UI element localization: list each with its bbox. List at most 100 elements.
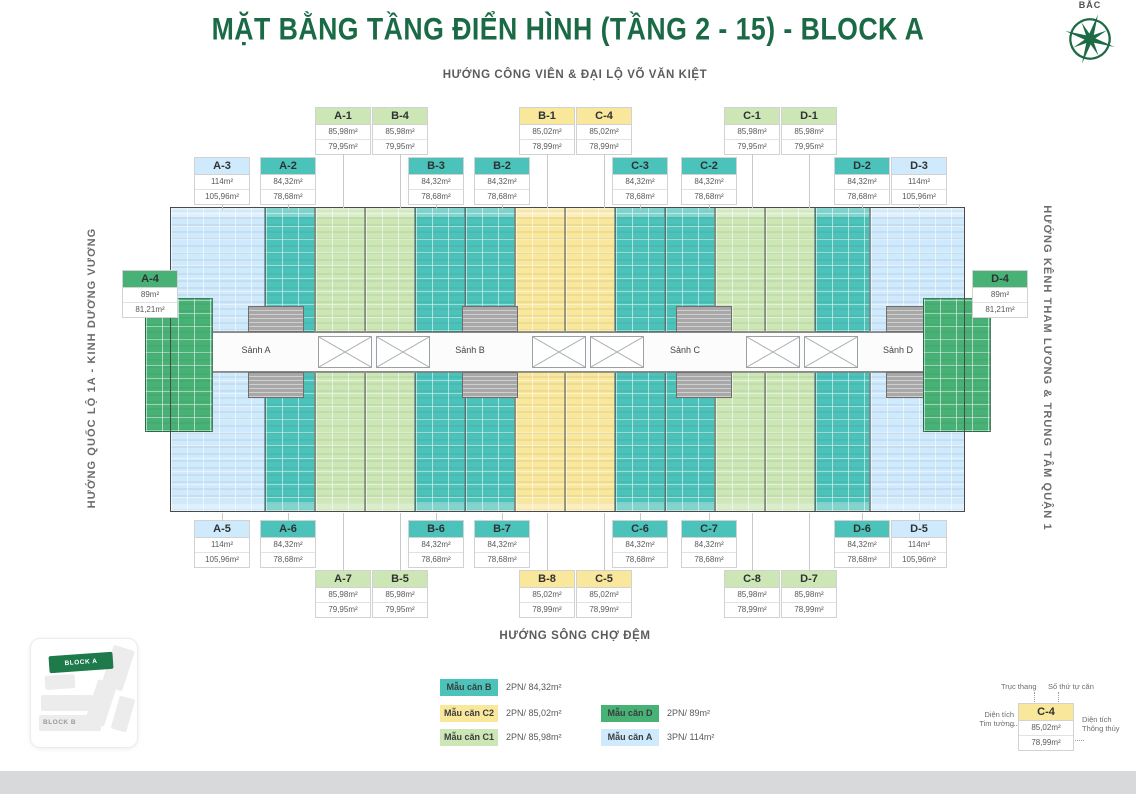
unit-area-net: 78,99m² <box>794 605 824 614</box>
compass-north-label: BẮC <box>1078 0 1102 10</box>
unit-code: B-7 <box>475 521 529 538</box>
unit-area-gross: 89m² <box>973 288 1027 303</box>
label-connector <box>400 154 401 208</box>
legend-desc: 3PN/ 114m² <box>667 732 715 742</box>
annotation-example-area1: 85,02m² <box>1019 721 1073 736</box>
unit-area-net: 78,68m² <box>421 555 451 564</box>
stair-core <box>248 372 304 398</box>
label-connector <box>809 154 810 208</box>
elevator-shaft <box>804 336 858 368</box>
plan-unit-D-6 <box>815 372 870 512</box>
unit-code: A-6 <box>261 521 315 538</box>
legend-chip: Mẫu căn B <box>440 679 498 696</box>
unit-area-gross: 85,02m² <box>577 125 631 140</box>
elevator-core <box>532 336 644 368</box>
unit-code: D-6 <box>835 521 889 538</box>
elevator-core <box>746 336 858 368</box>
legend-chip: Mẫu căn C1 <box>440 729 498 746</box>
plan-unit-D-2 <box>815 207 870 332</box>
plan-unit-A-7 <box>315 372 365 512</box>
unit-code: C-1 <box>725 108 779 125</box>
unit-area-net: 78,68m² <box>625 555 655 564</box>
unit-code: A-1 <box>316 108 370 125</box>
direction-bottom: HƯỚNG SÔNG CHỢ ĐỆM <box>499 630 651 642</box>
unit-area-net: 81,21m² <box>985 305 1015 314</box>
unit-area-gross: 114m² <box>892 538 946 553</box>
label-connector <box>547 513 548 571</box>
label-connector <box>343 154 344 208</box>
unit-code: B-3 <box>409 158 463 175</box>
stair-core <box>676 372 732 398</box>
compass: BẮC <box>1058 0 1122 72</box>
plan-unit-B-3 <box>415 207 465 332</box>
unit-area-gross: 85,98m² <box>725 588 779 603</box>
elevator-shaft <box>746 336 800 368</box>
label-connector <box>436 204 437 210</box>
unit-area-net: 78,99m² <box>589 605 619 614</box>
label-connector <box>919 513 920 521</box>
plan-unit-B-4 <box>365 207 415 332</box>
annotation-connector <box>1075 740 1084 741</box>
unit-area-gross: 84,32m² <box>613 538 667 553</box>
unit-code: D-7 <box>782 571 836 588</box>
unit-code: A-3 <box>195 158 249 175</box>
legend-desc: 2PN/ 85,02m² <box>506 708 562 718</box>
unit-area-net: 79,95m² <box>794 142 824 151</box>
unit-area-net: 105,96m² <box>205 555 239 564</box>
key-plan-card: BLOCK A BLOCK B <box>30 638 138 748</box>
elevator-core <box>318 336 430 368</box>
unit-area-net: 78,68m² <box>625 192 655 201</box>
plan-unit-B-8 <box>515 372 565 512</box>
unit-area-net: 78,68m² <box>273 192 303 201</box>
keyplan-building-shape <box>41 695 93 711</box>
unit-area-net: 78,68m² <box>847 192 877 201</box>
unit-area-net: 79,95m² <box>328 605 358 614</box>
unit-code: C-4 <box>577 108 631 125</box>
plan-unit-C-6 <box>615 372 665 512</box>
unit-area-net: 81,21m² <box>135 305 165 314</box>
unit-area-gross: 84,32m² <box>261 538 315 553</box>
plan-unit-C-4 <box>565 207 615 332</box>
unit-area-net: 78,99m² <box>589 142 619 151</box>
unit-area-net: 78,68m² <box>421 192 451 201</box>
label-connector <box>709 204 710 210</box>
legend-desc: 2PN/ 84,32m² <box>506 682 562 692</box>
unit-area-net: 105,96m² <box>902 192 936 201</box>
label-connector <box>343 513 344 571</box>
unit-code: A-4 <box>123 271 177 288</box>
unit-area-gross: 85,02m² <box>520 125 574 140</box>
unit-area-gross: 89m² <box>123 288 177 303</box>
annotation-example-label: C-4 85,02m² 78,99m² <box>1018 703 1074 751</box>
unit-area-gross: 114m² <box>892 175 946 190</box>
unit-area-gross: 84,32m² <box>261 175 315 190</box>
page-title: MẶT BẰNG TẦNG ĐIỂN HÌNH (TẦNG 2 - 15) - … <box>211 12 925 48</box>
legend-chip: Mẫu căn D <box>601 705 659 722</box>
plan-unit-D-7 <box>765 372 815 512</box>
label-connector <box>709 513 710 521</box>
unit-area-gross: 85,98m² <box>316 588 370 603</box>
unit-area-gross: 114m² <box>195 175 249 190</box>
elevator-shaft <box>590 336 644 368</box>
annotation-example-area2: 78,99m² <box>1031 738 1061 747</box>
unit-code: D-5 <box>892 521 946 538</box>
unit-code: C-8 <box>725 571 779 588</box>
direction-top: HƯỚNG CÔNG VIÊN & ĐẠI LỘ VÕ VĂN KIỆT <box>442 69 708 81</box>
unit-code: A-7 <box>316 571 370 588</box>
